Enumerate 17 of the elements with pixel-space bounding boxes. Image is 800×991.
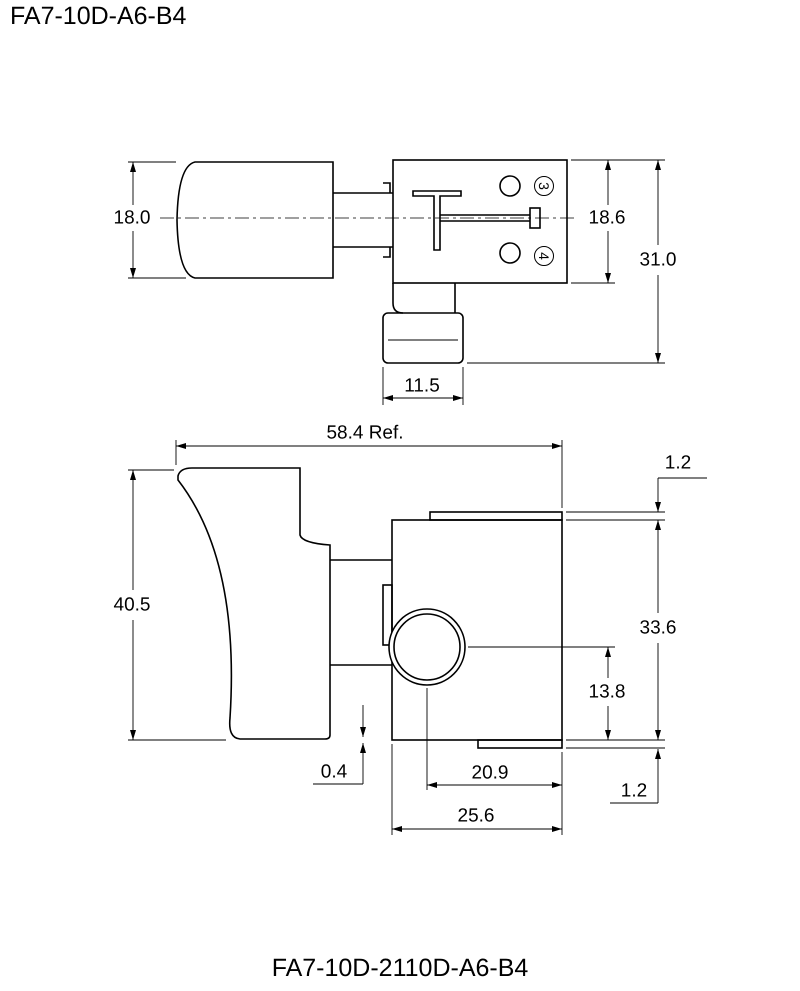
dimension-value: 11.5 [404,376,440,396]
dimension-value: 13.8 [588,682,626,702]
dimension-value: 31.0 [640,250,676,270]
dimension-value: 1.2 [664,454,692,472]
dimension-value: 1.2 [620,782,648,800]
dimension-value: 0.4 [320,762,348,782]
dimension-value: 20.9 [472,764,508,782]
terminal-number: 4 [534,246,554,266]
dimension-value: 58.4 Ref. [326,424,404,442]
title: FA7-10D-A6-B4 [10,4,186,29]
dimension-value: 25.6 [458,806,494,826]
dimension-value: 33.6 [640,618,676,638]
dimension-value: 18.6 [588,208,626,228]
dimension-value: 40.5 [114,596,150,614]
terminal-number: 3 [534,176,554,196]
caption: FA7-10D-2110D-A6-B4 [272,956,528,981]
dimension-value: 18.0 [114,208,150,228]
